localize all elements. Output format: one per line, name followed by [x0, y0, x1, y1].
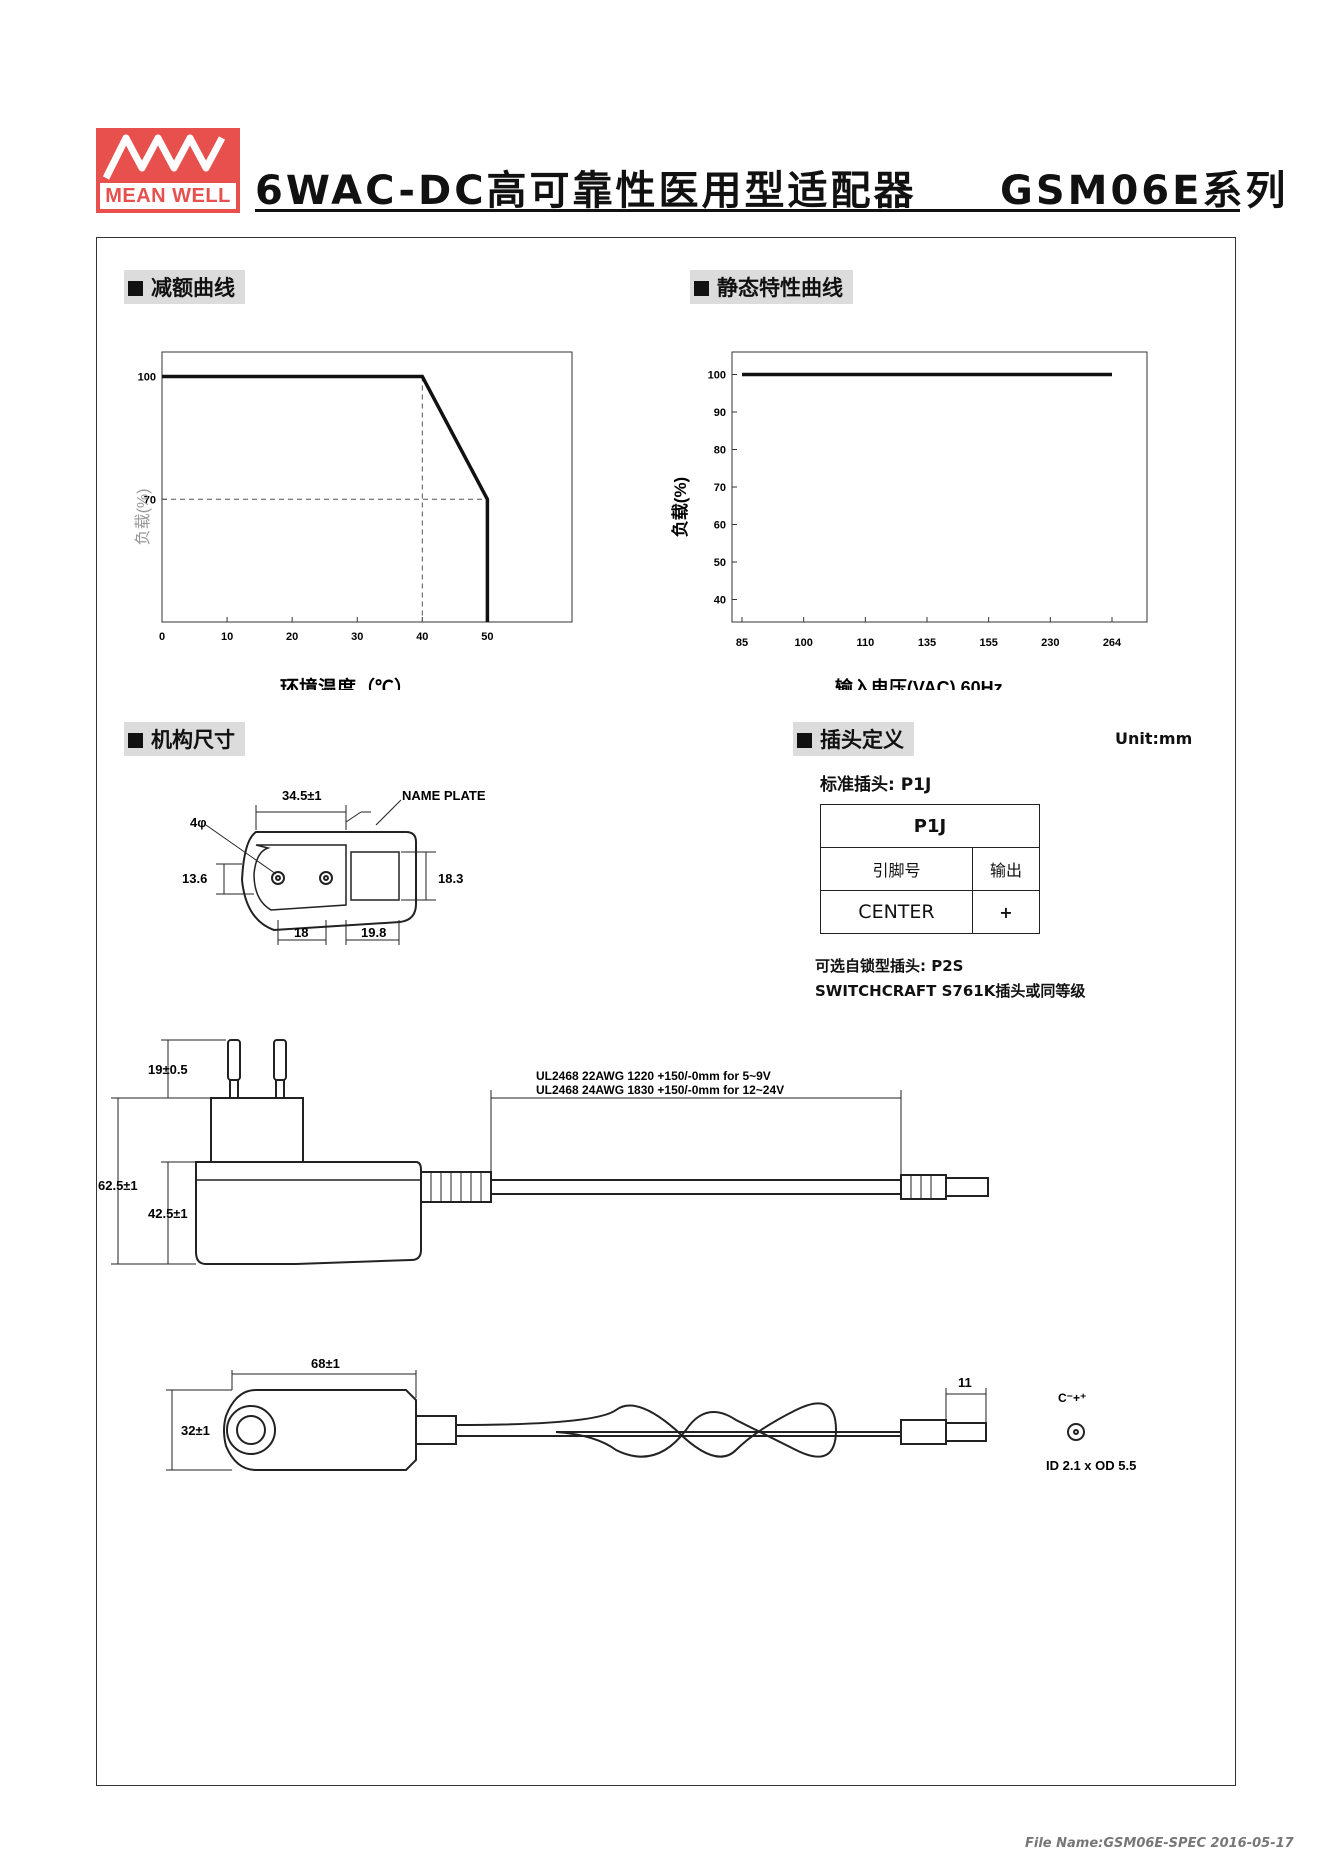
y-tick-label: 100	[708, 370, 726, 382]
plug-polarity-symbol: C⁻+⁺	[1058, 1391, 1086, 1405]
optional-plug-desc: SWITCHCRAFT S761K插头或同等级	[815, 982, 1086, 1000]
x-tick-label: 10	[221, 631, 233, 643]
derating-heading-text: 减额曲线	[151, 276, 235, 300]
dim-total-height: 62.5±1	[98, 1178, 138, 1193]
standard-plug-label: 标准插头: P1J	[820, 775, 932, 795]
x-tick-label: 30	[351, 631, 363, 643]
derating-chart: 0 10 20 30 40 50 70 100 负载(%) 环境温度（℃）	[134, 351, 573, 690]
dim-right: 18.3	[438, 871, 463, 886]
x-axis-label: 输入电压(VAC) 60Hz	[835, 677, 1003, 690]
name-plate-label: NAME PLATE	[402, 788, 486, 803]
plug-size: ID 2.1 x OD 5.5	[1046, 1458, 1136, 1473]
static-heading: 静态特性曲线	[690, 270, 853, 304]
derating-line	[162, 374, 490, 622]
x-tick-label: 100	[794, 637, 812, 649]
static-heading-text: 静态特性曲线	[717, 276, 843, 300]
title-rule	[255, 209, 1240, 212]
y-tick-label: 100	[138, 372, 156, 384]
series-name: GSM06E系列	[1000, 168, 1289, 214]
dim-left: 13.6	[182, 871, 207, 886]
mw-logo-icon	[102, 134, 226, 180]
y-axis-label: 负载(%)	[670, 477, 690, 537]
top-view-drawing: 34.5±1 NAME PLATE 4φ 13.6 18.3 18 19.8	[182, 788, 486, 945]
optional-plug-label: 可选自锁型插头: P2S	[815, 957, 964, 975]
bottom-view-drawing: 68±1 32±1 11 C⁻+⁺ ID 2.1 x OD 5.5	[166, 1356, 1136, 1473]
hole-dim: 4φ	[190, 815, 207, 830]
dim-top-width: 34.5±1	[282, 788, 322, 803]
dim-body-height: 42.5±1	[148, 1206, 188, 1221]
x-tick-label: 264	[1103, 637, 1122, 649]
footer-file-name: File Name:GSM06E-SPEC 2016-05-17	[1025, 1836, 1294, 1851]
y-tick-label: 80	[714, 445, 726, 457]
x-tick-label: 0	[159, 631, 165, 643]
y-tick-label: 60	[714, 520, 726, 532]
plug-heading: 插头定义	[793, 722, 914, 756]
x-tick-label: 110	[856, 637, 874, 649]
plug-heading-text: 插头定义	[820, 728, 904, 752]
content-frame	[96, 237, 1236, 1786]
dim-length: 68±1	[311, 1356, 340, 1371]
plot-area	[731, 351, 1148, 623]
plot-area	[161, 351, 573, 623]
col-out-header: 输出	[971, 847, 1041, 891]
x-axis-label: 环境温度（℃）	[280, 676, 413, 690]
dim-bottom-right: 19.8	[361, 925, 386, 940]
pin-table: P1J 引脚号输出 CENTER+	[820, 804, 1041, 934]
mechanical-heading-text: 机构尺寸	[151, 728, 235, 752]
x-tick-label: 230	[1041, 637, 1059, 649]
y-tick-label: 70	[144, 494, 156, 506]
y-tick-label: 70	[714, 482, 726, 494]
unit-label: Unit:mm	[1115, 729, 1193, 748]
pin-table-title: P1J	[820, 804, 1040, 848]
mechanical-heading: 机构尺寸	[124, 722, 245, 756]
y-tick-label: 40	[714, 595, 726, 607]
cable-spec-2: UL2468 24AWG 1830 +150/-0mm for 12~24V	[536, 1083, 784, 1097]
x-tick-label: 50	[481, 631, 493, 643]
logo-text: MEAN WELL	[100, 183, 236, 209]
mean-well-logo: MEAN WELL	[96, 128, 240, 213]
pin-center: CENTER	[820, 890, 973, 934]
x-tick-label: 135	[918, 637, 936, 649]
x-tick-label: 155	[979, 637, 997, 649]
x-tick-label: 20	[286, 631, 298, 643]
side-view-drawing: UL2468 22AWG 1220 +150/-0mm for 5~9V UL2…	[98, 1039, 989, 1265]
derating-heading: 减额曲线	[124, 270, 245, 304]
dim-pin: 19±0.5	[148, 1062, 188, 1077]
dim-depth: 32±1	[181, 1423, 210, 1438]
pin-output: +	[971, 890, 1041, 934]
x-tick-label: 85	[736, 637, 748, 649]
x-tick-label: 40	[416, 631, 428, 643]
y-tick-label: 50	[714, 557, 726, 569]
static-chart: 85 100 110 135 155 230 264 40 50 60 70 80 90 100 负载(%)…	[670, 351, 1148, 690]
dim-bottom-left: 18	[294, 925, 308, 940]
col-pin-header: 引脚号	[820, 847, 973, 891]
page-title: 6WAC-DC高可靠性医用型适配器	[255, 168, 917, 214]
cable-spec-1: UL2468 22AWG 1220 +150/-0mm for 5~9V	[536, 1069, 771, 1083]
dim-plug-length: 11	[958, 1375, 972, 1390]
y-tick-label: 90	[714, 407, 726, 419]
y-axis-label: 负载(%)	[134, 489, 152, 546]
